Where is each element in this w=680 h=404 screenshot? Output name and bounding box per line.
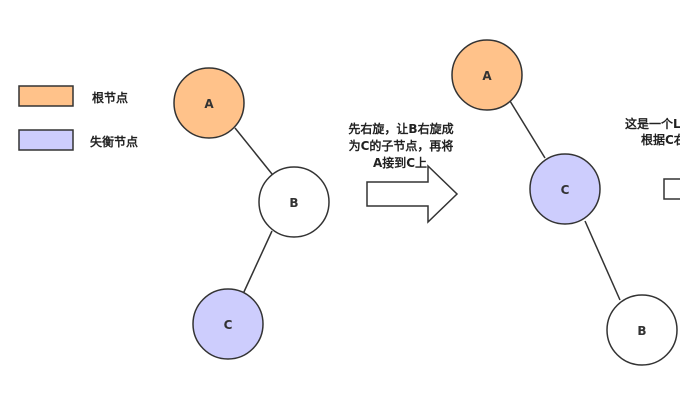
rotation-note-line3: A接到C上 xyxy=(373,155,427,170)
transform-arrow-icon xyxy=(366,164,459,224)
after-node-a-label: A xyxy=(482,69,492,83)
before-node-b-label: B xyxy=(289,196,298,210)
before-node-b xyxy=(258,166,330,238)
after-node-b xyxy=(606,294,678,366)
after-node-c-label: C xyxy=(561,183,570,197)
edge-b-c-before xyxy=(242,230,273,295)
edge-c-b-after xyxy=(584,220,621,301)
legend-unbalanced-label: 失衡节点 xyxy=(90,134,138,149)
partial-note-line2: 根据C右 xyxy=(641,132,680,147)
rotation-note-line1: 先右旋，让B右旋成 xyxy=(348,121,453,136)
before-node-a xyxy=(173,67,245,139)
before-node-c-label: C xyxy=(224,318,233,332)
after-node-c xyxy=(529,153,601,225)
partial-note-line1: 这是一个LR xyxy=(625,116,680,131)
after-node-a xyxy=(451,39,523,111)
edge-a-c-after xyxy=(509,100,546,159)
legend-root-swatch xyxy=(18,85,74,107)
legend-root-label: 根节点 xyxy=(92,90,128,105)
before-node-a-label: A xyxy=(204,97,214,111)
edge-a-b-before xyxy=(234,127,273,175)
after-node-b-label: B xyxy=(637,324,646,338)
rotation-note-line2: 为C的子节点，再将 xyxy=(349,138,454,153)
before-node-c xyxy=(192,288,264,360)
partial-shape xyxy=(663,178,680,200)
legend-unbalanced-swatch xyxy=(18,129,74,151)
